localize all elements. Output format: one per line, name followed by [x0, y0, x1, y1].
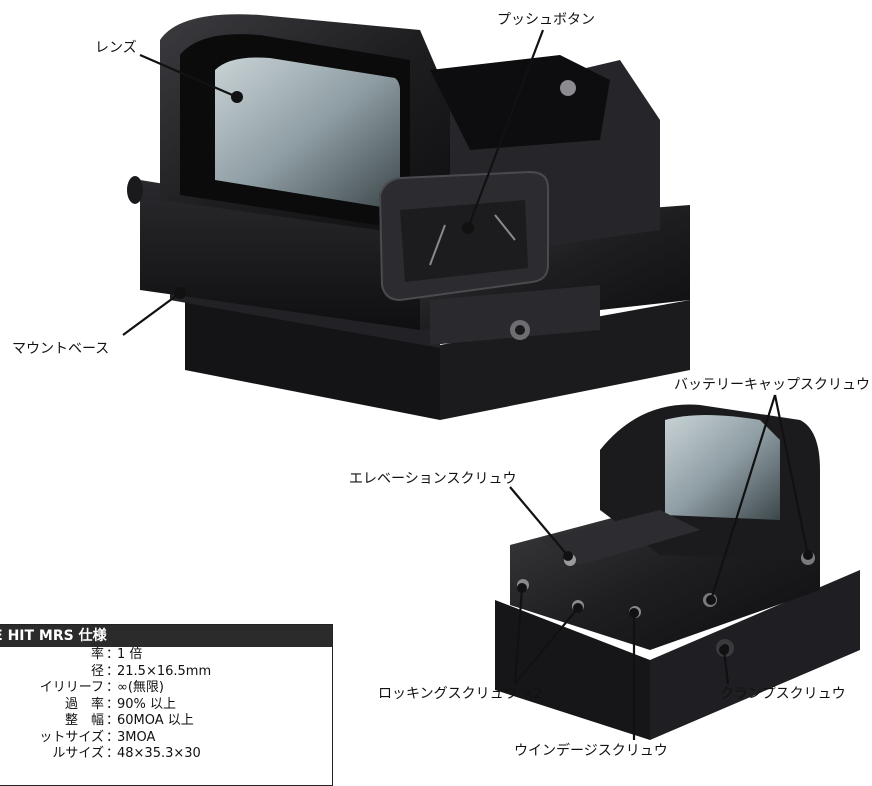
spec-colon: ：: [106, 696, 120, 712]
push-button-label: プッシュボタン: [497, 12, 595, 28]
spec-value: 21.5×16.5mm: [117, 663, 212, 679]
specs-table: URE HIT MRS 仕様 率 ： 1 倍 径 ： 21.5×16.5mm イ…: [0, 624, 333, 786]
clamp-leader: [722, 649, 730, 685]
product-diagram: レンズ プッシュボタン マウントベース バッテリーキャップスクリュウ エレベーシ…: [0, 12, 870, 786]
spec-key: 径: [90, 663, 104, 679]
spec-colon: ：: [106, 647, 120, 662]
spec-value: 90% 以上: [117, 696, 177, 712]
lens-label: レンズ: [95, 40, 137, 56]
push-button-leader: [466, 29, 545, 229]
specs-title: URE HIT MRS 仕様: [0, 625, 332, 647]
locking-screw-label: ロッキングスクリュウ ×2: [378, 686, 543, 702]
spec-value: 60MOA 以上: [117, 713, 194, 728]
spec-row: ットサイズ ： 3MOA: [0, 730, 332, 747]
windage-screw-label: ウインデージスクリュウ: [514, 743, 668, 759]
locking-leader-1: [513, 587, 524, 685]
spec-row: ルサイズ ： 48×35.3×30: [0, 746, 332, 763]
spec-row: 過 率 ： 90% 以上: [0, 697, 332, 714]
spec-value: 3MOA: [117, 729, 156, 745]
leader-endpoints: [174, 91, 813, 655]
spec-key: 過 率: [64, 696, 104, 712]
elevation-screw-label: エレベーションスクリュウ: [349, 471, 517, 487]
main-sight-image: [127, 14, 690, 420]
spec-key: ットサイズ: [39, 729, 104, 745]
secondary-sight-image: [495, 404, 860, 740]
locking-leader-2: [514, 607, 579, 685]
battery-cap-leader-2: [773, 394, 810, 556]
spec-value: 48×35.3×30: [117, 746, 201, 761]
clamp-screw-label: クランプスクリュウ: [720, 686, 846, 702]
product-illustration: [122, 14, 860, 740]
spec-row: イリリーフ ： ∞(無限): [0, 680, 332, 697]
spec-colon: ：: [106, 713, 120, 728]
leader-lines: [122, 29, 810, 740]
spec-row: 整 幅 ： 60MOA 以上: [0, 713, 332, 730]
battery-cap-screw-label: バッテリーキャップスクリュウ: [674, 377, 870, 393]
spec-key: ルサイズ: [52, 746, 104, 761]
mount-base-label: マウントベース: [12, 341, 110, 357]
spec-colon: ：: [106, 729, 120, 745]
spec-value: ∞(無限): [117, 680, 164, 695]
battery-cap-leader-1: [709, 394, 777, 601]
spec-row: 径 ： 21.5×16.5mm: [0, 664, 332, 681]
spec-value: 1 倍: [117, 647, 143, 662]
spec-key: 整 幅: [64, 713, 104, 728]
mount-base-leader: [122, 292, 181, 336]
elevation-leader: [509, 486, 569, 557]
spec-row: 率 ： 1 倍: [0, 647, 332, 664]
spec-key: 率: [90, 647, 104, 662]
spec-key: イリリーフ: [39, 680, 104, 695]
spec-colon: ：: [106, 663, 120, 679]
lens-leader: [139, 53, 238, 99]
spec-colon: ：: [106, 680, 120, 695]
spec-colon: ：: [106, 746, 120, 761]
